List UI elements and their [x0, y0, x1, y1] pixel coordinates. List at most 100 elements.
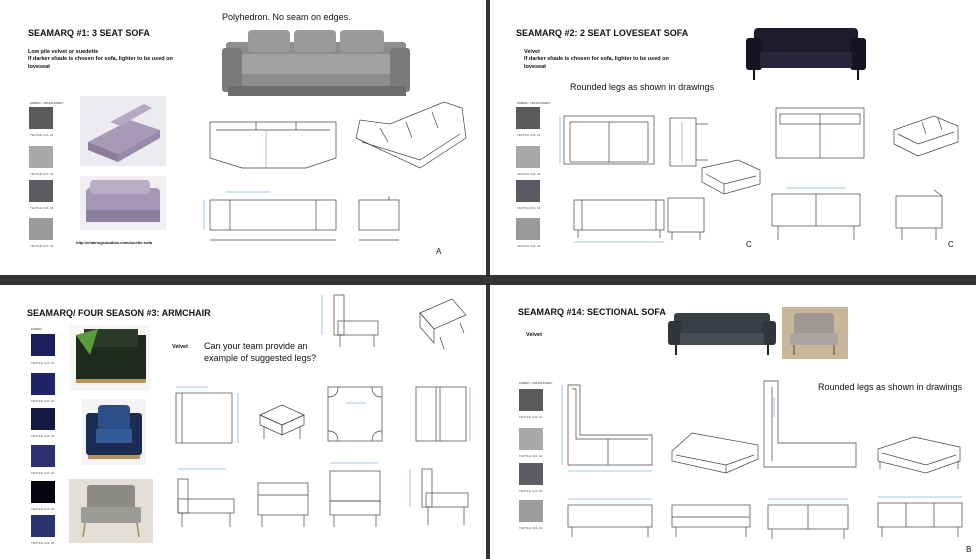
- fabric-swatch: [516, 180, 540, 202]
- sectional-alt-perspective-drawing: [877, 436, 961, 474]
- sectional-corner-photo: [782, 307, 848, 359]
- fabric-swatch: [31, 408, 55, 430]
- swatch-caption: TEXTILE COL 03: [30, 206, 54, 210]
- panel-corner-label: C: [948, 240, 954, 249]
- fabric-swatch: [519, 463, 543, 485]
- loveseat-perspective-drawing: [701, 159, 761, 195]
- panel-title: SEAMARQ #1: 3 SEAT SOFA: [28, 28, 150, 38]
- fabric-swatch: [519, 500, 543, 522]
- fabric-swatch: [519, 428, 543, 450]
- sectional-long-elevation-drawing: [877, 496, 963, 537]
- reference-link[interactable]: http://chairingsstudios.com/lucette-sofa: [76, 240, 153, 245]
- sectional-side-elevation-drawing: [671, 504, 751, 537]
- loveseat-top-view-drawing: [559, 115, 655, 165]
- armchair-plan-drawing: [327, 386, 383, 442]
- armchair-perspective-drawing: [419, 298, 467, 350]
- loveseat-alt-front-view-drawing: [771, 187, 861, 240]
- armchair-cushion-elevation-drawing: [329, 462, 381, 527]
- fabric-swatch: [31, 481, 55, 503]
- sofa-photo: [222, 30, 410, 96]
- swatch-caption: TEXTILE COL 03: [517, 206, 541, 210]
- swatch-caption: TEXTILE COL 01: [519, 415, 543, 419]
- sectional-front-view-drawing: [567, 498, 653, 537]
- armchair-profile-drawing: [409, 468, 469, 525]
- sofa-side-view-drawing: [358, 196, 400, 241]
- design-note: Polyhedron. No seam on edges.: [222, 12, 351, 22]
- swatch-caption: TEXTILE COL 02: [517, 172, 541, 176]
- swatch-caption: TEXTILE COL 02: [519, 454, 543, 458]
- swatch-caption: TEXTILE COL 01: [31, 361, 55, 365]
- sofa-side-photo: [80, 96, 166, 166]
- fabric-swatch: [29, 218, 53, 240]
- swatch-caption: TEXTILE COL 06: [31, 541, 55, 545]
- sectional-perspective-drawing: [671, 432, 759, 474]
- armchair-green-photo: [70, 325, 150, 391]
- panel-armchair: SEAMARQ/ FOUR SEASON #3: ARMCHAIR Velvet…: [0, 285, 486, 559]
- loveseat-side-section-drawing: [669, 117, 708, 167]
- sectional-sofa-photo: [668, 313, 776, 355]
- swatch-caption: TEXTILE COL 01: [30, 133, 54, 137]
- sofa-top-view-drawing: [209, 121, 337, 169]
- panel-corner-label: A: [436, 247, 442, 256]
- swatch-caption: TEXTILE COL 04: [519, 526, 543, 530]
- sofa-perspective-drawing: [355, 101, 467, 169]
- fabric-swatch: [31, 515, 55, 537]
- swatch-header: FABRIC / UPHOLSTERY: [30, 101, 64, 105]
- swatch-caption: TEXTILE COL 02: [30, 172, 54, 176]
- armchair-back-view-drawing: [415, 386, 471, 442]
- swatch-header: FABRIC / UPHOLSTERY: [517, 101, 551, 105]
- fabric-swatch: [516, 146, 540, 168]
- sectional-tall-plan-drawing: [763, 380, 857, 468]
- fabric-swatch: [29, 107, 53, 129]
- armchair-blue-photo: [82, 399, 146, 465]
- swatch-caption: TEXTILE COL 03: [31, 434, 55, 438]
- swatch-caption: TEXTILE COL 04: [517, 244, 541, 248]
- panel-corner-label: B: [966, 545, 972, 554]
- fabric-swatch: [31, 445, 55, 467]
- loveseat-front-view-drawing: [573, 199, 665, 243]
- fabric-label: Velvet: [172, 344, 188, 350]
- sofa-detail-photo: [80, 176, 166, 230]
- panel-title: SEAMARQ/ FOUR SEASON #3: ARMCHAIR: [27, 308, 211, 318]
- sectional-back-elevation-drawing: [767, 498, 849, 539]
- loveseat-end-view-drawing: [667, 197, 705, 240]
- armchair-grey-photo: [69, 479, 153, 543]
- fabric-swatch: [29, 180, 53, 202]
- armchair-iso-drawing: [259, 404, 305, 439]
- swatch-caption: TEXTILE COL 04: [31, 471, 55, 475]
- armchair-front-view-drawing: [177, 468, 235, 527]
- sectional-plan-drawing: [561, 384, 653, 472]
- panel-sectional-sofa: SEAMARQ #14: SECTIONAL SOFA Velvet Round…: [490, 285, 976, 559]
- design-note: Rounded legs as shown in drawings: [570, 82, 715, 92]
- panel-subtitle: Low pile velvet or suedette If darker sh…: [28, 49, 173, 70]
- fabric-swatch: [516, 218, 540, 240]
- fabric-swatch: [31, 334, 55, 356]
- loveseat-alt-perspective-drawing: [893, 115, 959, 157]
- panel-subtitle: Velvet If darker shade is chosen for sof…: [524, 49, 669, 70]
- swatch-caption: TEXTILE COL 03: [519, 489, 543, 493]
- loveseat-alt-top-view-drawing: [775, 107, 865, 159]
- panel-title: SEAMARQ #14: SECTIONAL SOFA: [518, 307, 666, 317]
- loveseat-alt-side-view-drawing: [895, 189, 943, 240]
- panel-corner-label: C: [746, 240, 752, 249]
- swatch-caption: TEXTILE COL 04: [30, 244, 54, 248]
- swatch-caption: TEXTILE COL 02: [31, 399, 55, 403]
- sofa-front-view-drawing: [203, 191, 337, 241]
- design-note: Rounded legs as shown in drawings: [818, 382, 963, 392]
- armchair-side-view-drawing: [321, 294, 379, 347]
- fabric-swatch: [516, 107, 540, 129]
- armchair-seat-elevation-drawing: [257, 482, 309, 527]
- fabric-swatch: [519, 389, 543, 411]
- swatch-header: FABRIC: [31, 327, 42, 331]
- swatch-header: FABRIC / UPHOLSTERY: [519, 381, 553, 385]
- swatch-caption: TEXTILE COL 01: [517, 133, 541, 137]
- fabric-label: Velvet: [526, 332, 542, 338]
- question-note: Can your team provide an example of sugg…: [204, 341, 317, 363]
- panel-loveseat-sofa: SEAMARQ #2: 2 SEAT LOVESEAT SOFA Velvet …: [490, 0, 976, 275]
- fabric-swatch: [29, 146, 53, 168]
- swatch-caption: TEXTILE COL 05: [31, 507, 55, 511]
- loveseat-photo: [746, 28, 866, 80]
- fabric-swatch: [31, 373, 55, 395]
- panel-3-seat-sofa: SEAMARQ #1: 3 SEAT SOFA Low pile velvet …: [0, 0, 486, 275]
- panel-title: SEAMARQ #2: 2 SEAT LOVESEAT SOFA: [516, 28, 689, 38]
